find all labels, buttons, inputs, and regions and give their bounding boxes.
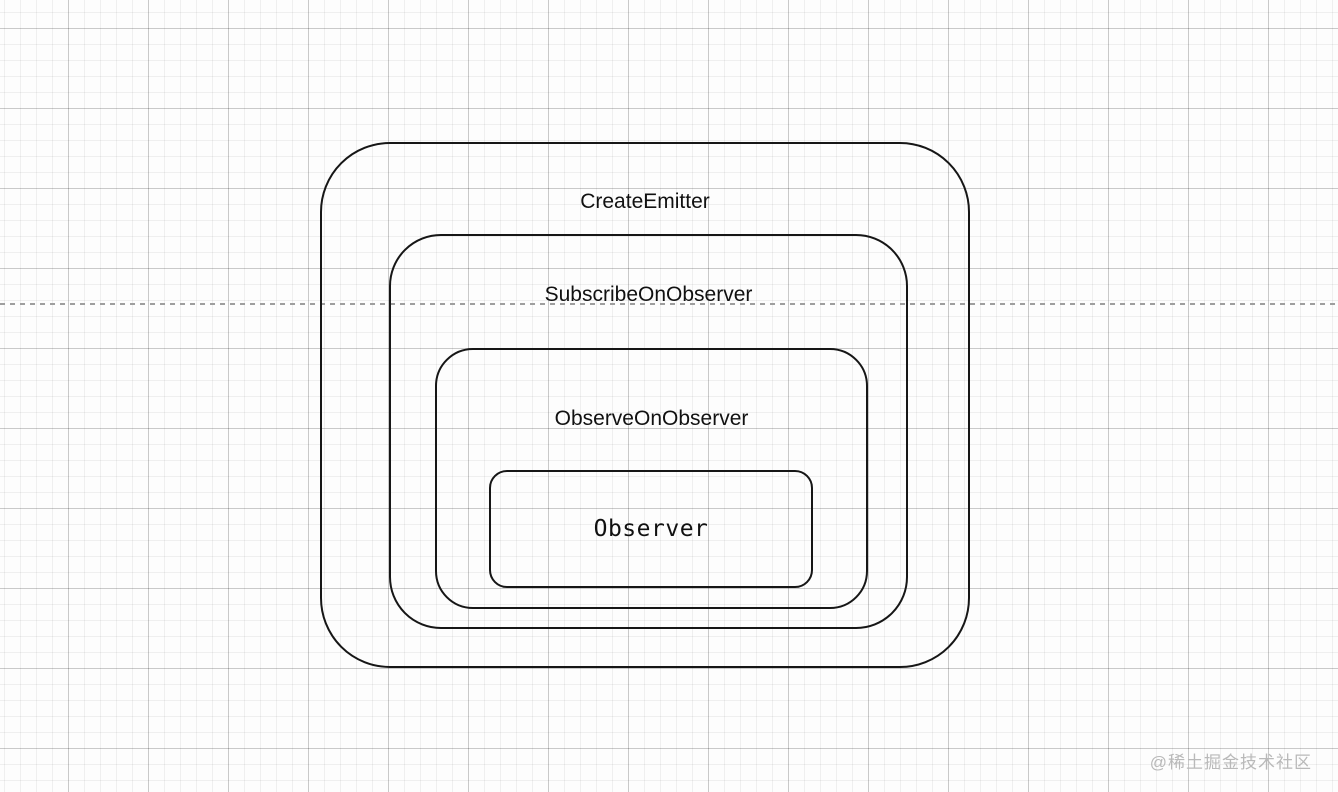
box-label-create-emitter: CreateEmitter — [580, 190, 710, 213]
box-observe-on-observer: ObserveOnObserver Observer — [435, 348, 868, 609]
box-label-observe-on-observer: ObserveOnObserver — [554, 407, 749, 430]
box-observer: Observer — [489, 470, 813, 588]
box-create-emitter: CreateEmitter SubscribeOnObserver Observ… — [320, 142, 970, 668]
box-label-observer: Observer — [593, 516, 709, 542]
box-label-subscribe-on-observer: SubscribeOnObserver — [544, 283, 753, 306]
box-subscribe-on-observer: SubscribeOnObserver ObserveOnObserver Ob… — [389, 234, 908, 629]
watermark: @稀土掘金技术社区 — [1149, 753, 1312, 772]
horizontal-dashed-divider-line — [0, 303, 1338, 305]
